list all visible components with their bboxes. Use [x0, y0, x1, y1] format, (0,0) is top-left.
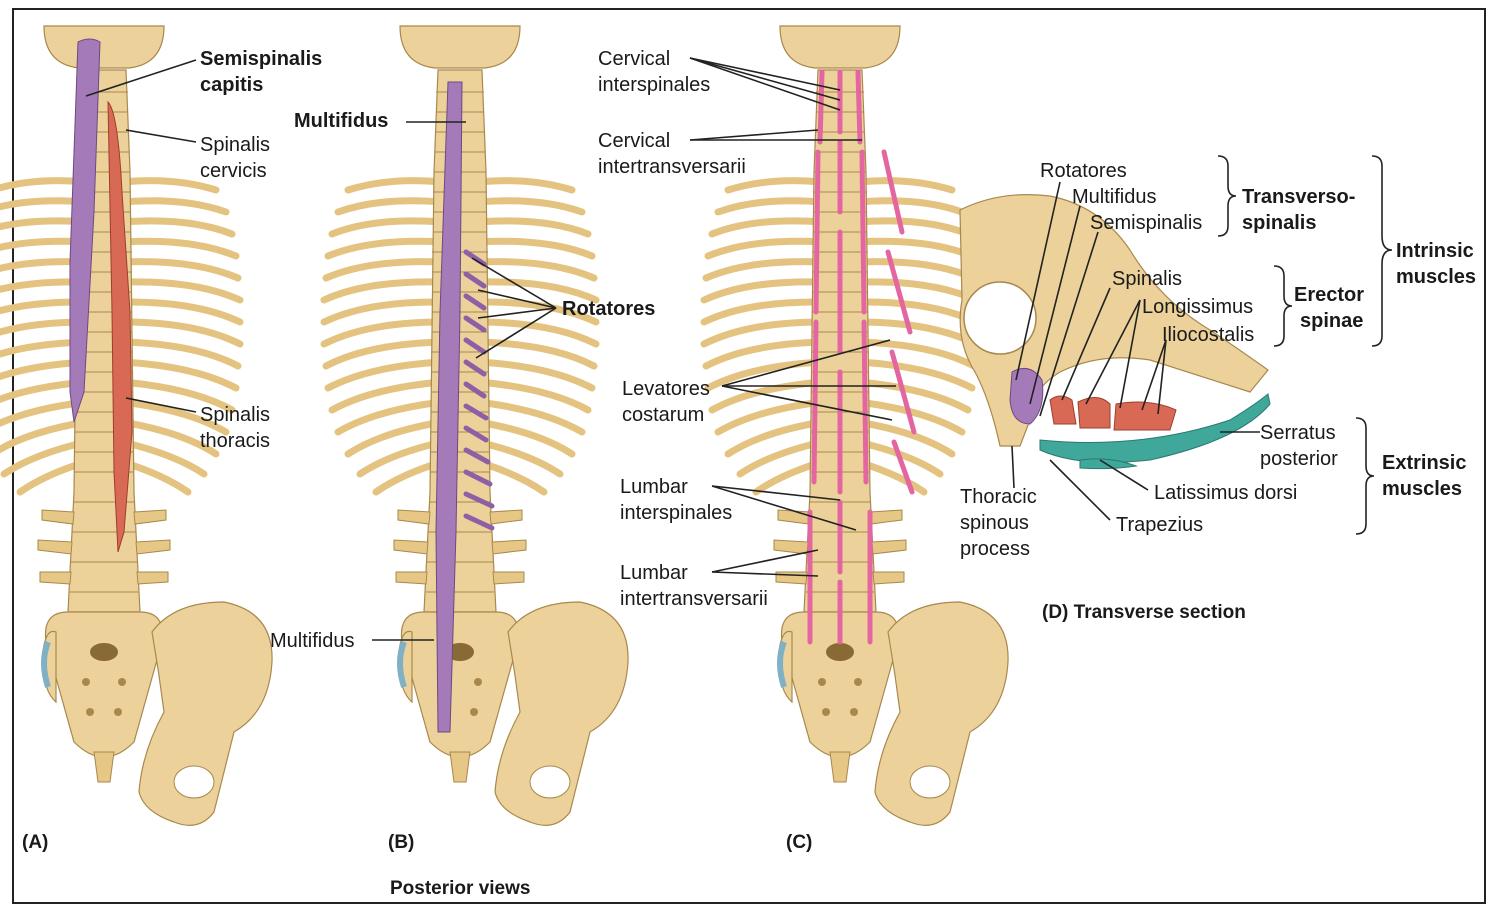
- panel-label-b: (B): [388, 832, 415, 853]
- panel-label-a: (A): [22, 832, 49, 853]
- label-lumbar-intertrans-2: intertransversarii: [620, 588, 768, 610]
- label-d-rotatores: Rotatores: [1040, 160, 1127, 182]
- label-spinalis-cervicis-2: cervicis: [200, 160, 267, 182]
- label-multifidus-bottom: Multifidus: [270, 630, 355, 652]
- label-serratus-2: posterior: [1260, 448, 1338, 470]
- label-d-iliocostalis: Iliocostalis: [1162, 324, 1255, 346]
- label-intrinsic-1: Intrinsic: [1396, 240, 1474, 262]
- leader-lines: [85, 57, 1260, 641]
- spine-c: [704, 26, 1008, 825]
- spine-b: [324, 26, 628, 825]
- label-trapezius: Trapezius: [1116, 514, 1204, 536]
- label-spinalis-thoracis-1: Spinalis: [200, 404, 271, 426]
- footer-posterior-views: Posterior views: [390, 878, 531, 899]
- label-rotatores: Rotatores: [562, 298, 656, 320]
- label-cervical-interspinales-1: Cervical: [598, 48, 671, 70]
- label-d-multifidus: Multifidus: [1072, 186, 1157, 208]
- label-erector-2: spinae: [1300, 310, 1364, 332]
- label-lumbar-intertrans-1: Lumbar: [620, 562, 688, 584]
- panel-label-c: (C): [786, 832, 813, 853]
- label-lumbar-interspinales-1: Lumbar: [620, 476, 688, 498]
- spine-a: [0, 26, 272, 825]
- label-d-longissimus: Longissimus: [1142, 296, 1254, 318]
- transverse-section: [959, 194, 1271, 470]
- panel-label-d: (D) Transverse section: [1042, 602, 1246, 623]
- label-serratus-1: Serratus: [1260, 422, 1336, 444]
- braces: [1217, 155, 1393, 535]
- label-multifidus-top: Multifidus: [294, 110, 389, 132]
- label-cervical-intertrans-1: Cervical: [598, 130, 671, 152]
- label-d-semispinalis: Semispinalis: [1090, 212, 1203, 234]
- figure-frame: [12, 8, 1486, 904]
- label-levatores-2: costarum: [622, 404, 705, 426]
- label-intrinsic-2: muscles: [1396, 266, 1477, 288]
- label-cervical-interspinales-2: interspinales: [598, 74, 711, 96]
- label-semispinalis-capitis-1: Semispinalis: [200, 48, 323, 70]
- label-spinalis-cervicis-1: Spinalis: [200, 134, 271, 156]
- label-extrinsic-1: Extrinsic: [1382, 452, 1467, 474]
- label-cervical-intertrans-2: intertransversarii: [598, 156, 746, 178]
- label-thoracic-1: Thoracic: [960, 486, 1037, 508]
- label-thoracic-3: process: [960, 538, 1031, 560]
- label-thoracic-2: spinous: [960, 512, 1029, 534]
- label-extrinsic-2: muscles: [1382, 478, 1463, 500]
- label-semispinalis-capitis-2: capitis: [200, 74, 264, 96]
- label-erector-1: Erector: [1294, 284, 1365, 306]
- label-d-spinalis: Spinalis: [1112, 268, 1183, 290]
- label-latissimus: Latissimus dorsi: [1154, 482, 1298, 504]
- label-transversospinalis-1: Transverso-: [1242, 186, 1356, 208]
- label-spinalis-thoracis-2: thoracis: [200, 430, 271, 452]
- label-lumbar-interspinales-2: interspinales: [620, 502, 733, 524]
- label-levatores-1: Levatores: [622, 378, 710, 400]
- label-transversospinalis-2: spinalis: [1242, 212, 1317, 234]
